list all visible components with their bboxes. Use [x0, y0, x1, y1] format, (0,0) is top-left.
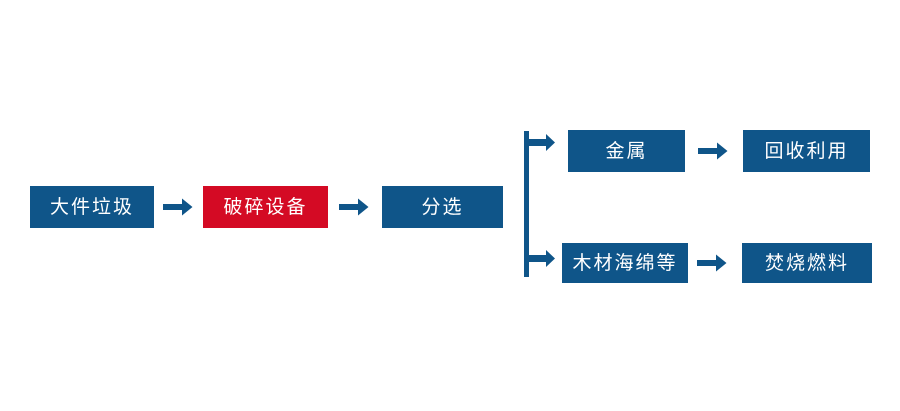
node-crusher-equipment[interactable]: 破碎设备	[203, 186, 328, 228]
branch-connector-line	[522, 128, 572, 280]
node-wood-sponge-etc[interactable]: 木材海绵等	[562, 243, 688, 283]
arrow-right-icon-wood-to-fuel	[697, 250, 727, 276]
node-sorting[interactable]: 分选	[382, 186, 503, 228]
arrow-right-icon-waste-to-crusher	[163, 194, 193, 220]
arrow-right-icon-metal-to-recycle	[698, 138, 728, 164]
node-bulky-waste[interactable]: 大件垃圾	[30, 186, 154, 228]
node-metal[interactable]: 金属	[568, 130, 685, 172]
node-recycle-reuse[interactable]: 回收利用	[743, 130, 870, 172]
node-incineration-fuel[interactable]: 焚烧燃料	[742, 243, 872, 283]
arrow-right-icon-crusher-to-sorting	[339, 194, 369, 220]
